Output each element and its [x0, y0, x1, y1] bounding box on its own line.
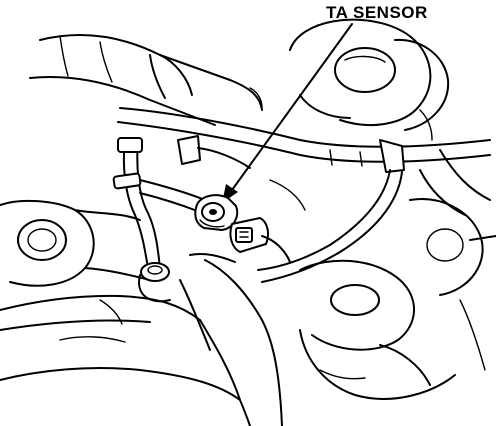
round-housing	[289, 18, 450, 131]
upper-harness	[117, 107, 491, 173]
right-structure	[419, 149, 496, 371]
lower-right-housings	[299, 198, 484, 400]
lower-manifold	[0, 252, 283, 426]
right-harness	[257, 169, 403, 283]
shading-marks	[99, 87, 433, 325]
mounting-bolt	[138, 262, 171, 303]
callout-arrow	[222, 23, 353, 203]
upper-clamp	[177, 135, 251, 169]
vacuum-hoses	[112, 137, 206, 269]
ta-sensor	[194, 194, 239, 231]
sensor-connector	[229, 217, 291, 263]
intake-duct	[29, 34, 263, 126]
left-bracket	[0, 199, 151, 287]
ta-sensor-label: TA SENSOR	[326, 3, 428, 22]
